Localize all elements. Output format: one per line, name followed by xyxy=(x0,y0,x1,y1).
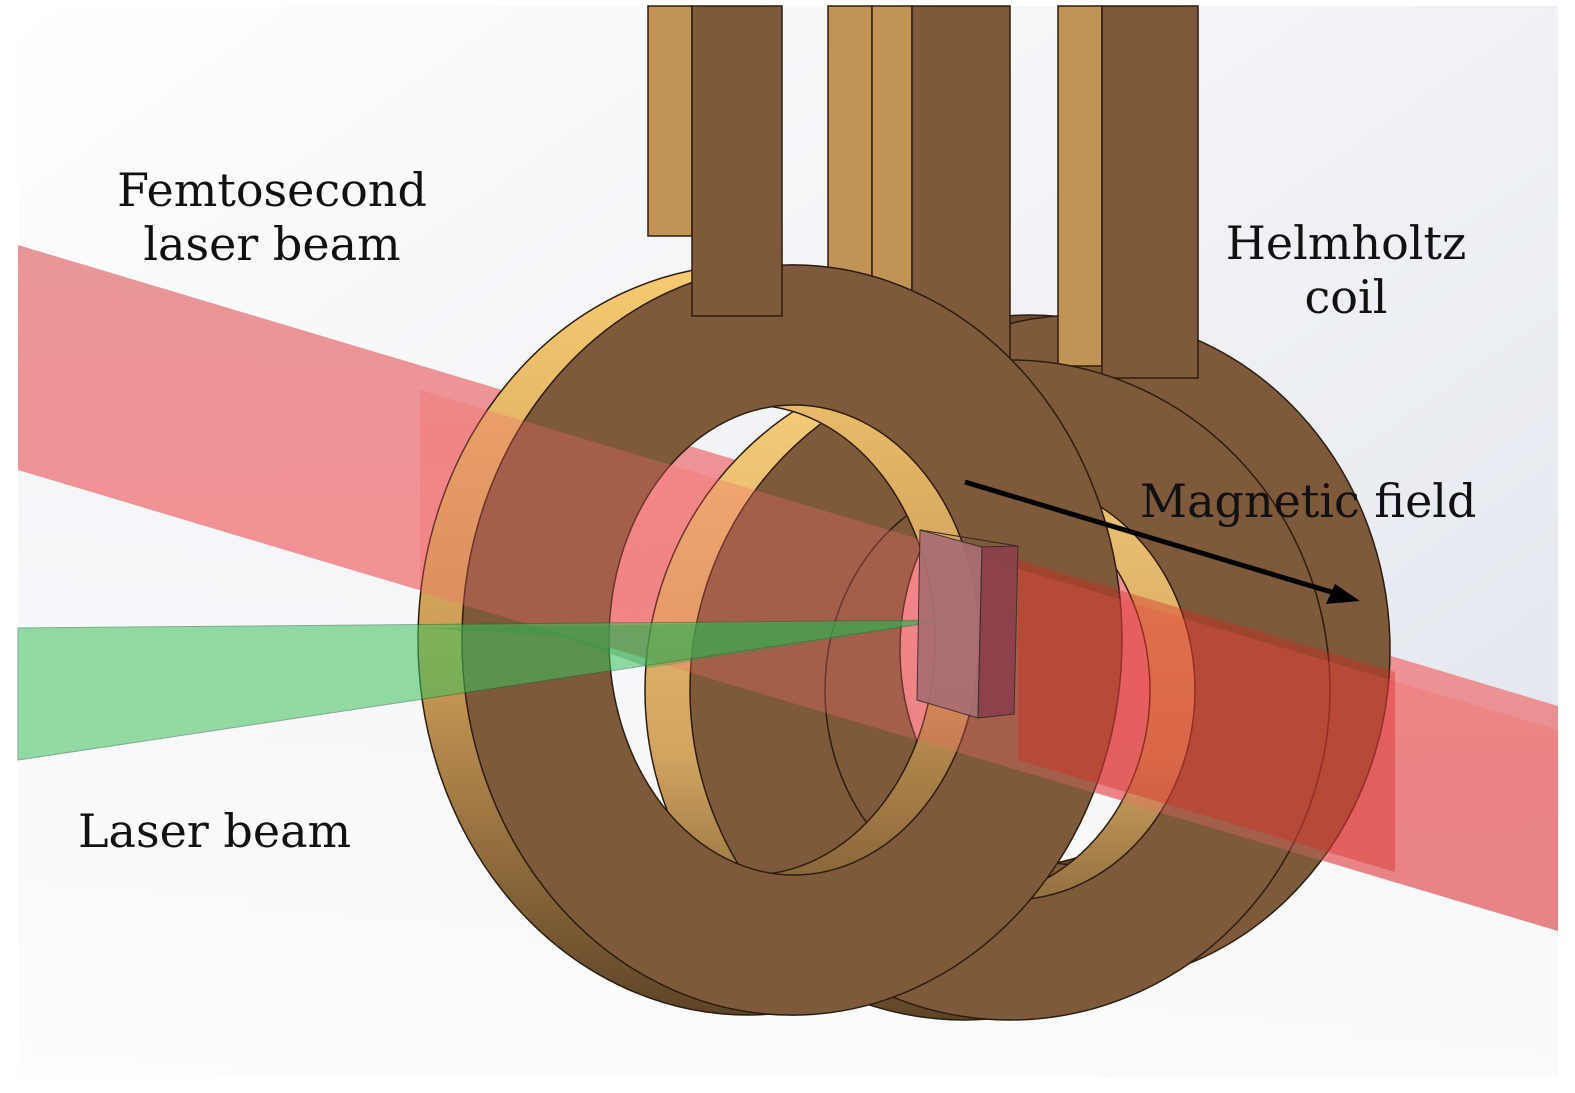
rear-coil-lead-side xyxy=(1057,5,1103,367)
helmholtz-coil-left xyxy=(417,5,1123,1016)
magnetic-field-arrow xyxy=(964,479,1360,604)
front-coil-lead-side-b xyxy=(871,5,913,297)
laser-beam-cone-inner xyxy=(420,620,948,668)
helmholtz-coil-label-line2: coil xyxy=(1304,270,1388,324)
laser-beam-label: Laser beam xyxy=(78,804,352,858)
rear-coil-lead-face xyxy=(1101,5,1199,379)
helmholtz-coil-label-line1: Helmholtz xyxy=(1225,216,1467,270)
magnetic-field-arrow-shaft xyxy=(964,479,1339,597)
magnetic-field-arrow-head xyxy=(1326,584,1360,604)
front-coil-lead-side-a xyxy=(827,5,873,297)
left-coil-lead-face xyxy=(691,5,783,317)
femtosecond-beam-label-line2: laser beam xyxy=(143,217,401,271)
sample-block xyxy=(916,529,1019,719)
laser-beam-cone xyxy=(17,619,949,761)
left-coil-lead-side xyxy=(647,5,693,237)
magnetic-field-label: Magnetic field xyxy=(1140,474,1477,528)
sample-side xyxy=(977,545,1019,719)
sample-front xyxy=(916,529,983,719)
helmholtz-coil-label: Helmholtz coil xyxy=(1196,216,1496,324)
beam-on-coil-highlight xyxy=(1018,560,1395,872)
femtosecond-beam-label-line1: Femtosecond xyxy=(117,163,427,217)
femtosecond-beam-label: Femtosecond laser beam xyxy=(92,163,452,271)
